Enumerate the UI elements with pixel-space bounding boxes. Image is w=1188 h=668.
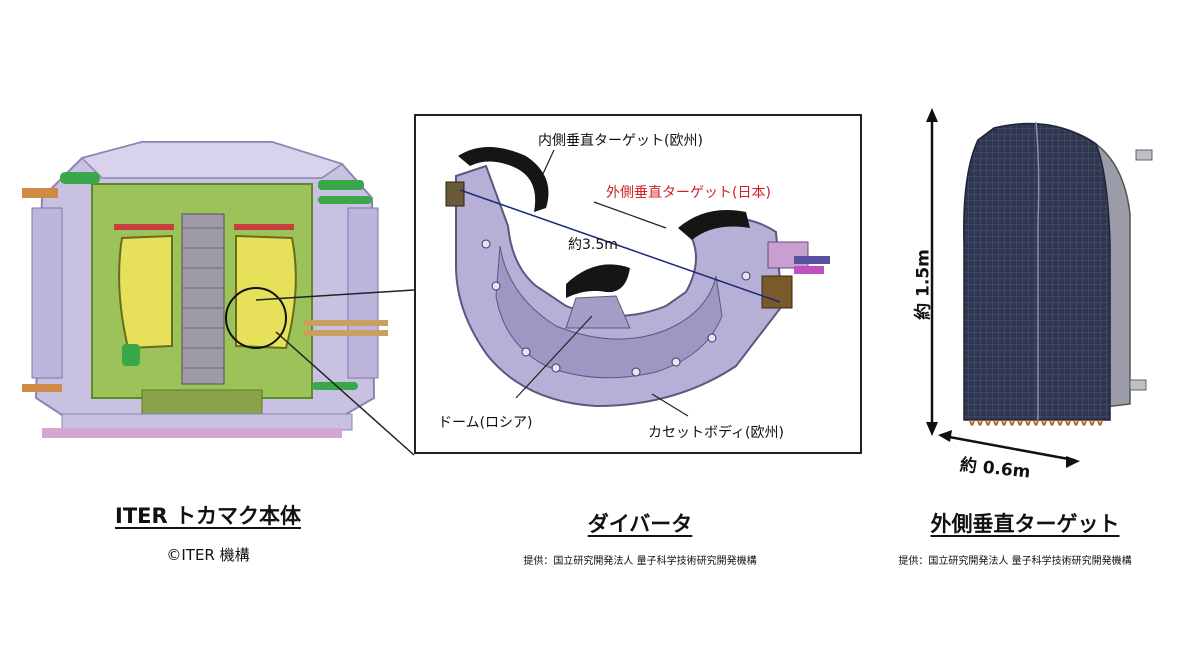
label-span: 約3.5m <box>568 237 618 253</box>
label-cassette: カセットボディ(欧州) <box>648 425 784 441</box>
label-dome: ドーム(ロシア) <box>438 415 533 431</box>
tokamak-credit: ©ITER 機構 <box>166 546 250 564</box>
label-inner-target: 内側垂直ターゲット(欧州) <box>538 133 703 149</box>
divertor-diagram-box: 内側垂直ターゲット(欧州) 外側垂直ターゲット(日本) 約3.5m ドーム(ロシ… <box>414 114 862 454</box>
label-height: 約 1.5m <box>913 249 934 320</box>
divertor-title: ダイバータ <box>587 512 693 536</box>
tokamak-illustration <box>22 128 388 444</box>
label-outer-target: 外側垂直ターゲット(日本) <box>606 185 771 201</box>
outer-target-title: 外側垂直ターゲット <box>930 512 1120 536</box>
tokamak-title: ITER トカマク本体 <box>115 504 301 528</box>
outer-target-illustration: 約 1.5m 約 0.6m <box>896 104 1166 483</box>
divertor-credit: 提供：国立研究開発法人 量子科学技術研究開発機構 <box>523 556 757 567</box>
outer-target-credit: 提供：国立研究開発法人 量子科学技術研究開発機構 <box>898 556 1132 567</box>
